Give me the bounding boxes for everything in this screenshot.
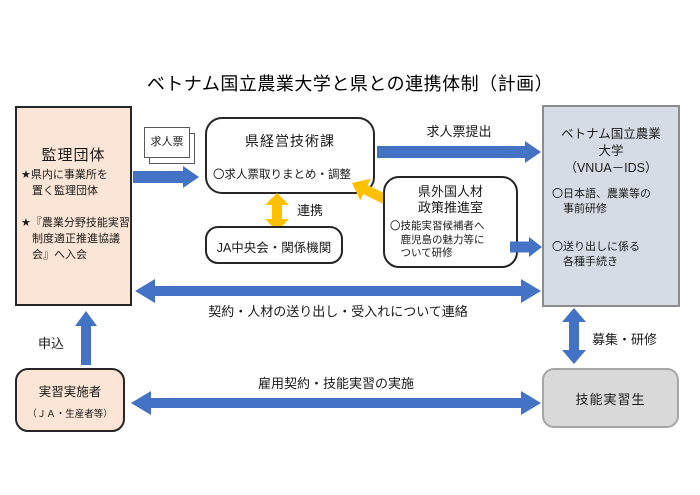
prefecture-management-tech-division-box	[205, 117, 375, 194]
arrow-application-up	[75, 311, 97, 365]
supervisory-organization-note-2: ★『農業分野技能実習 制度適正推進協議 会』へ入会	[21, 217, 130, 261]
label-contract-contact: 契約・人材の送り出し・受入れについて連絡	[208, 304, 468, 319]
arrow-suishin-to-vnua	[510, 237, 542, 257]
training-implementer-title: 実習実施者	[38, 385, 102, 399]
training-implementer-sub: （ＪＡ・生産者等）	[27, 409, 113, 420]
supervisory-organization-note-1: ★県内に事業所を 置く監理団体	[21, 169, 108, 197]
label-recruit-training: 募集・研修	[592, 332, 658, 347]
foreign-hr-policy-office-title: 県外国人材 政策推進室	[417, 184, 483, 216]
technical-intern-trainee-title: 技能実習生	[575, 392, 646, 407]
arrow-employment-contract	[131, 391, 541, 415]
vnua-note-2: 〇送り出しに係る 各種手続き	[552, 241, 640, 269]
label-application: 申込	[38, 336, 65, 351]
ja-central-association-box	[205, 226, 343, 264]
arrow-recruit-training-vertical	[562, 308, 586, 364]
label-employment-contract: 雇用契約・技能実習の実施	[257, 376, 414, 391]
prefecture-management-tech-division-title: 県経営技術課	[245, 133, 335, 149]
arrow-contract-contact	[135, 279, 541, 303]
supervisory-organization-box	[15, 106, 132, 306]
foreign-hr-policy-office-note: 〇技能実習候補者へ 鹿児島の魅力等に ついて研修	[390, 220, 485, 260]
job-posting-document-icon: 求人票	[144, 127, 196, 167]
ja-central-association-title: JA中央会・関係機関	[216, 241, 332, 255]
label-job-posting-submit: 求人票提出	[426, 124, 492, 139]
vnua-title: ベトナム国立農業 大学 （VNUA－IDS）	[561, 127, 661, 175]
training-implementer-box	[15, 368, 125, 432]
supervisory-organization-title: 監理団体	[41, 147, 106, 164]
paper-sheet-front: 求人票	[144, 127, 190, 158]
label-renkei: 連携	[297, 203, 324, 218]
arrow-kanri-to-keiei	[133, 166, 199, 188]
arrow-renkei-vertical	[265, 193, 289, 231]
foreign-hr-policy-office-box	[383, 176, 518, 268]
vnua-box	[542, 105, 680, 307]
arrow-job-posting-submit	[377, 141, 541, 163]
technical-intern-trainee-box	[542, 368, 679, 428]
vnua-note-1: 〇日本語、農業等の 事前研修	[552, 188, 651, 216]
prefecture-management-tech-division-note: 〇求人票取りまとめ・調整	[213, 169, 351, 181]
diagram-title: ベトナム国立農業大学と県との連携体制（計画）	[146, 74, 554, 94]
